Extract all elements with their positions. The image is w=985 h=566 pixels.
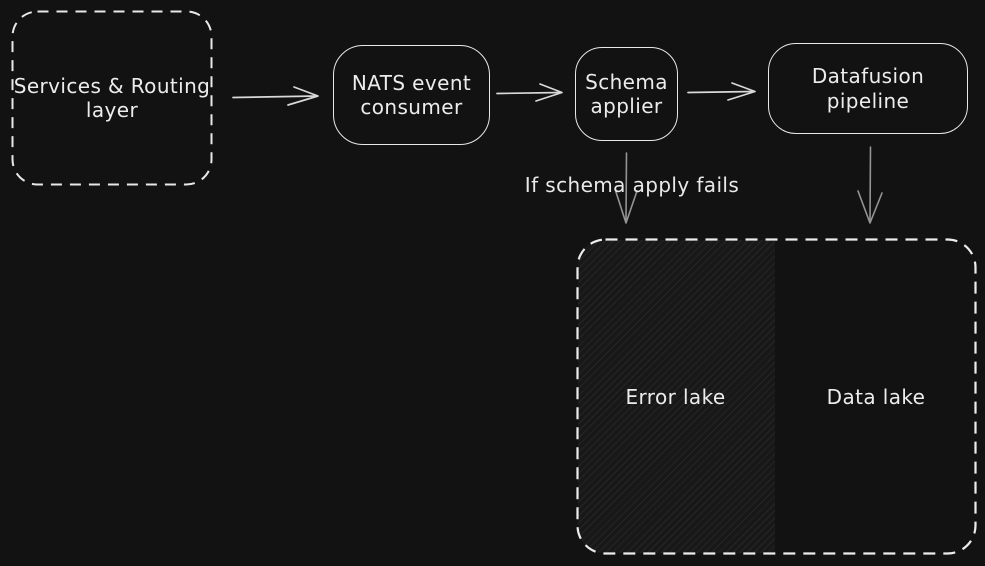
arrow-services-to-nats — [232, 86, 319, 106]
node-label-data-lake: Data lake — [826, 384, 926, 409]
node-services-routing-layer: Services & Routing layer — [11, 10, 213, 186]
node-label-schema: Schema applier — [585, 69, 668, 118]
node-lake-container: Error lake Data lake — [576, 238, 977, 555]
arrow-schema-to-error-lake — [614, 152, 638, 224]
node-nats-event-consumer: NATS event consumer — [333, 45, 490, 145]
node-label-nats: NATS event consumer — [351, 70, 472, 119]
arrow-datafusion-to-data-lake — [857, 146, 883, 224]
node-label-error-lake: Error lake — [625, 384, 726, 409]
annotation-schema-fail: If schema apply fails — [524, 173, 740, 197]
node-schema-applier: Schema applier — [575, 47, 678, 141]
node-label-services: Services & Routing layer — [13, 73, 211, 122]
arrow-nats-to-schema — [496, 83, 563, 102]
arrow-schema-to-datafusion — [687, 82, 756, 101]
node-label-datafusion: Datafusion pipeline — [811, 64, 925, 113]
node-datafusion-pipeline: Datafusion pipeline — [768, 43, 968, 134]
